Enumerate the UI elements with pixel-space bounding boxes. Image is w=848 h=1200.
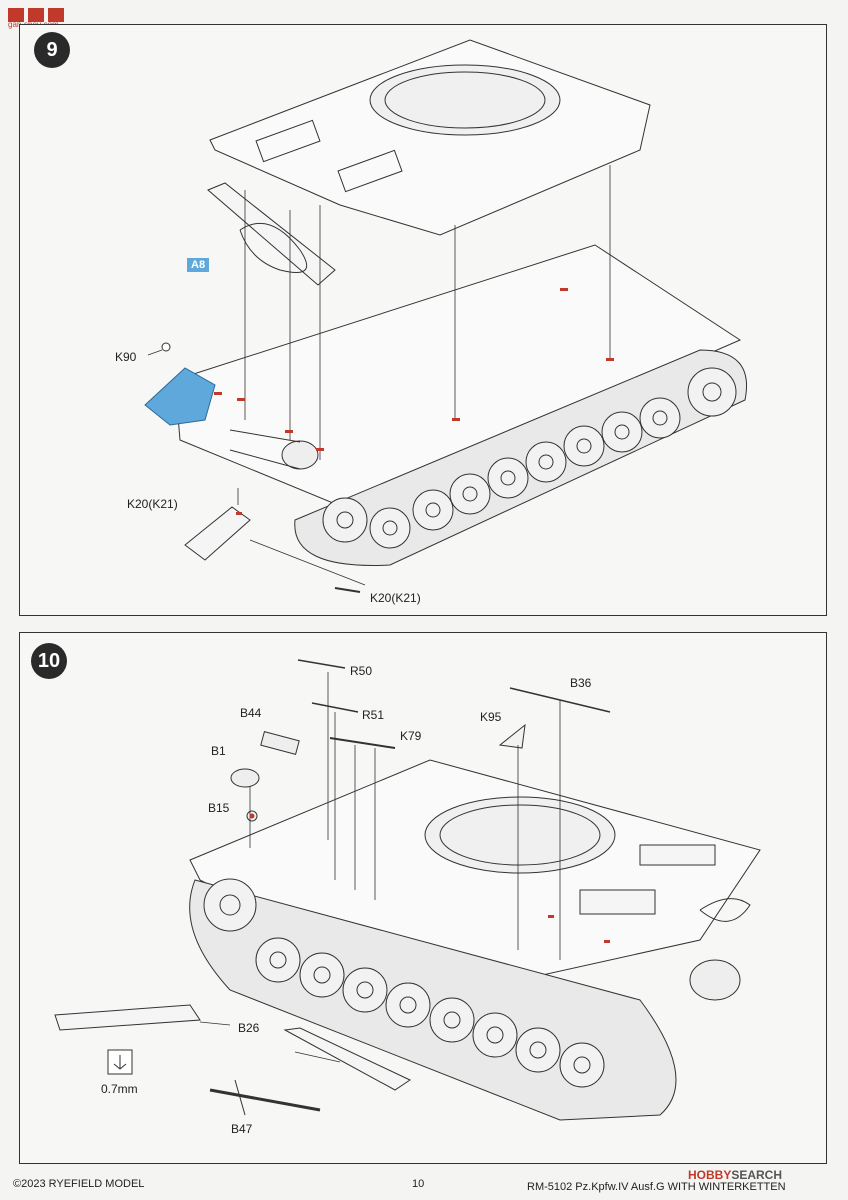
label-b1: B1 (211, 744, 226, 758)
step-9-panel (19, 24, 827, 616)
footer-copyright: ©2023 RYEFIELD MODEL (13, 1178, 145, 1190)
label-b47: B47 (231, 1122, 253, 1136)
label-b26: B26 (238, 1021, 260, 1035)
label-k20-plate: K20(K21) (127, 497, 178, 511)
label-b44: B44 (240, 706, 262, 720)
footer-kit-title: RM-5102 Pz.Kpfw.IV Ausf.G WITH WINTERKET… (527, 1181, 786, 1193)
label-thickness: 0.7mm (101, 1082, 138, 1096)
step-10-badge: 10 (31, 643, 67, 679)
label-r50: R50 (350, 664, 373, 678)
label-k79: K79 (400, 729, 422, 743)
callout-a8: A8 (187, 258, 210, 272)
label-r51: R51 (362, 708, 385, 722)
search-logo-text: SEARCH (731, 1168, 783, 1182)
label-k90: K90 (115, 350, 137, 364)
step-10-panel (19, 632, 827, 1164)
step-9-badge: 9 (34, 32, 70, 68)
footer-page-number: 10 (412, 1178, 425, 1190)
hobby-search-logo: HOBBYSEARCH (688, 1168, 782, 1182)
label-k95: K95 (480, 710, 502, 724)
label-b36: B36 (570, 676, 592, 690)
hobby-logo-text: HOBBY (688, 1168, 732, 1182)
watermark-icon (8, 8, 64, 22)
label-b15: B15 (208, 801, 230, 815)
label-k20-strip: K20(K21) (370, 591, 421, 605)
